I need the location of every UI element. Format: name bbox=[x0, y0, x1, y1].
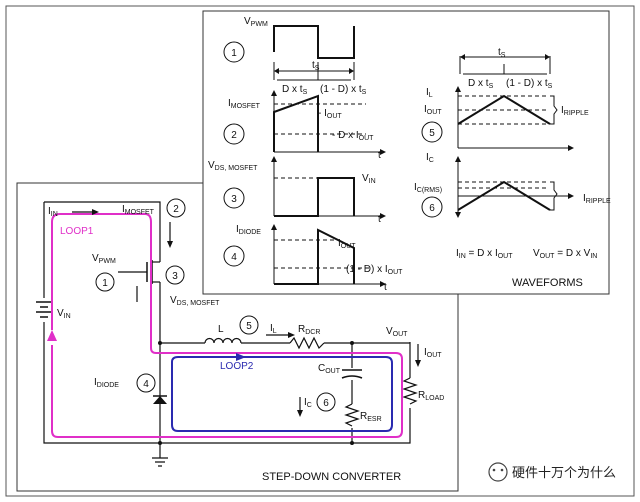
circuit-marker-5: 5 bbox=[239, 315, 259, 335]
svg-text:3: 3 bbox=[231, 194, 237, 205]
wave-marker-2: 2 bbox=[223, 123, 245, 145]
svg-text:4: 4 bbox=[143, 379, 149, 390]
circuit-label-vpwm: VPWM bbox=[92, 253, 116, 265]
circuit-label-vds: VDS, MOSFET bbox=[170, 295, 220, 307]
resistor-resr bbox=[344, 403, 360, 428]
wave-label-idiode: IDIODE bbox=[236, 224, 261, 236]
circuit-label-l: L bbox=[218, 324, 224, 335]
equation-vout: VOUT = D x VIN bbox=[533, 248, 597, 260]
wave-marker-5: 5 bbox=[421, 121, 443, 143]
wave-label-onemd-iout: (1 - D) x IOUT bbox=[346, 264, 403, 276]
circuit-marker-4: 4 bbox=[136, 373, 156, 393]
wave-label-iout-5: IOUT bbox=[424, 104, 442, 116]
wave-label-ts: tS bbox=[312, 60, 320, 72]
circuit-label-rload: RLOAD bbox=[418, 390, 444, 402]
axis-t-2: t bbox=[378, 150, 381, 161]
svg-text:5: 5 bbox=[246, 321, 252, 332]
wave-label-dxts: D x tS bbox=[282, 84, 308, 96]
svg-text:2: 2 bbox=[173, 204, 179, 215]
wave-label-vpwm: VPWM bbox=[244, 16, 268, 28]
capacitor-cout bbox=[340, 368, 364, 380]
waveforms-title: WAVEFORMS bbox=[512, 277, 583, 289]
resistor-rdcr bbox=[289, 336, 325, 350]
circuit-label-iout: IOUT bbox=[424, 347, 442, 359]
ground-symbol bbox=[152, 443, 168, 467]
circuit-marker-1: 1 bbox=[95, 272, 115, 292]
watermark: 硬件十万个为什么 bbox=[488, 462, 616, 482]
waveforms-panel-border bbox=[202, 10, 610, 295]
wave-label-ic: IC bbox=[426, 152, 434, 164]
outer-frame bbox=[5, 5, 635, 497]
waveforms-panel: VPWM tS D x tS (1 - D) x tS IMOSFET - IO… bbox=[202, 10, 611, 295]
wave-idiode bbox=[274, 228, 355, 285]
circuit-marker-3: 3 bbox=[165, 265, 185, 285]
circuit-label-vin: VIN bbox=[57, 308, 71, 320]
loop1-arrow bbox=[47, 330, 57, 341]
wave-label-iout-2: - IOUT bbox=[318, 108, 342, 120]
circuit-marker-6: 6 bbox=[316, 392, 336, 412]
watermark-text: 硬件十万个为什么 bbox=[512, 466, 616, 481]
wave-label-ts-2: tS bbox=[498, 47, 506, 59]
circuit-label-vout: VOUT bbox=[386, 326, 408, 338]
circuit-label-ic: IC bbox=[304, 397, 312, 409]
circuit-label-rdcr: RDCR bbox=[298, 324, 320, 336]
svg-text:6: 6 bbox=[429, 203, 435, 214]
wave-label-onemd-ts: (1 - D) x tS bbox=[320, 84, 367, 96]
equation-iin: IIN = D x IOUT bbox=[456, 248, 513, 260]
wave-label-iout-4: IOUT bbox=[338, 238, 356, 250]
wave-label-icrms: IC(RMS) bbox=[414, 182, 442, 194]
axis-t-4: t bbox=[384, 282, 387, 293]
loop2-path bbox=[171, 356, 393, 432]
svg-text:2: 2 bbox=[231, 130, 237, 141]
circuit-label-il: IL bbox=[270, 323, 277, 335]
loop2-arrow bbox=[236, 353, 246, 361]
wave-label-onemd-ts-2: (1 - D) x tS bbox=[506, 78, 553, 90]
resistor-rload bbox=[402, 377, 418, 408]
svg-text:4: 4 bbox=[231, 252, 237, 263]
diode-symbol bbox=[153, 395, 167, 404]
wave-label-vds: VDS, MOSFET bbox=[208, 160, 258, 172]
svg-text:1: 1 bbox=[231, 48, 237, 59]
wave-marker-4: 4 bbox=[223, 245, 245, 267]
loop1-path bbox=[51, 213, 403, 438]
circuit-wire-input bbox=[44, 201, 161, 258]
wave-label-dxts-2: D x tS bbox=[468, 78, 494, 90]
circuit-label-iin: IIN bbox=[48, 206, 58, 218]
wave-label-dxiout: - D x IOUT bbox=[332, 130, 374, 142]
svg-text:1: 1 bbox=[102, 278, 108, 289]
circuit-label-imosfet: IMOSFET bbox=[122, 204, 155, 216]
wave-marker-6: 6 bbox=[421, 196, 443, 218]
axis-t-3: t bbox=[378, 214, 381, 225]
loop2-label: LOOP2 bbox=[220, 361, 254, 372]
wave-label-il: IL bbox=[426, 87, 433, 99]
wave-vpwm bbox=[273, 25, 355, 59]
svg-text:6: 6 bbox=[323, 398, 329, 409]
battery-vin bbox=[36, 298, 52, 322]
circuit-title: STEP-DOWN CONVERTER bbox=[262, 471, 401, 483]
wave-label-iripple-2: IRIPPLE bbox=[583, 193, 611, 205]
wave-label-imosfet: IMOSFET bbox=[228, 98, 261, 110]
loop1-label: LOOP1 bbox=[60, 226, 94, 237]
wave-label-iripple: IRIPPLE bbox=[561, 105, 589, 117]
svg-text:5: 5 bbox=[429, 128, 435, 139]
wave-marker-1: 1 bbox=[223, 41, 245, 63]
inductor-symbol bbox=[204, 337, 242, 347]
circuit-label-cout: COUT bbox=[318, 363, 341, 375]
circuit-label-idiode: IDIODE bbox=[94, 377, 119, 389]
circuit-label-resr: RESR bbox=[360, 411, 382, 423]
svg-text:3: 3 bbox=[172, 271, 178, 282]
wave-marker-3: 3 bbox=[223, 187, 245, 209]
wechat-icon bbox=[488, 462, 508, 482]
circuit-marker-2: 2 bbox=[166, 198, 186, 218]
wave-label-vin: VIN bbox=[362, 173, 376, 185]
